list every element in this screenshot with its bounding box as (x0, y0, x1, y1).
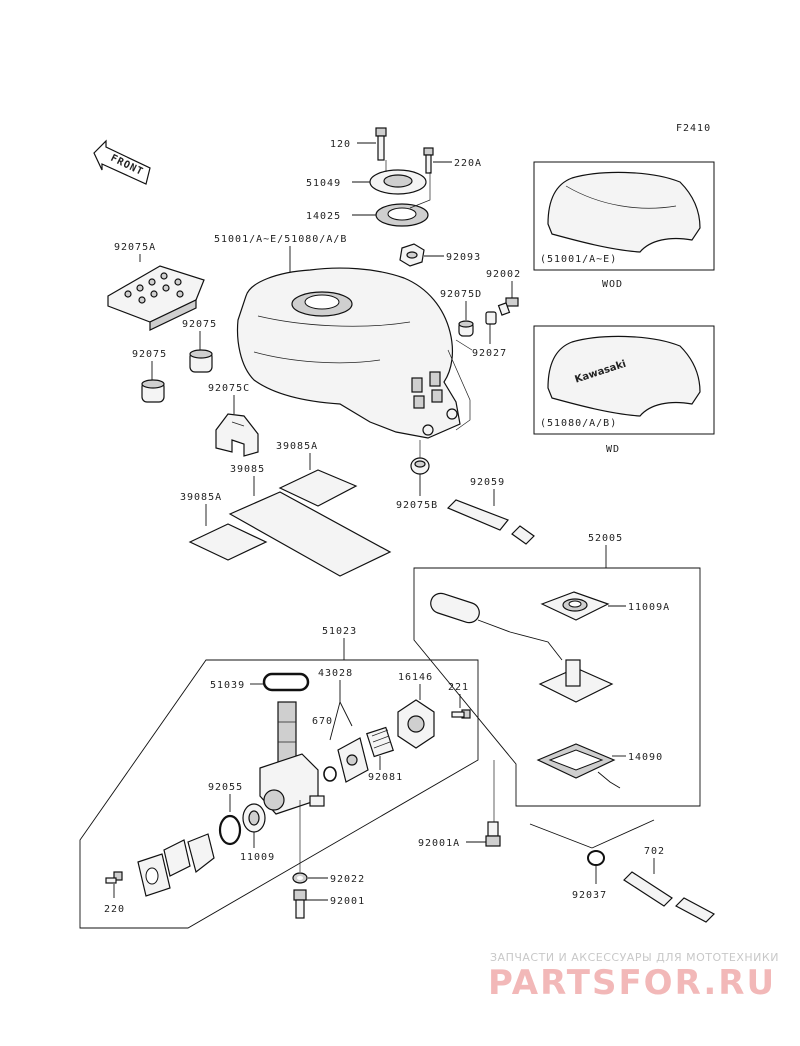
cover-16146 (397, 699, 435, 749)
seal-51039 (262, 672, 310, 692)
washer-92022 (292, 872, 308, 884)
label-39085: 39085 (230, 464, 265, 475)
label-221: 221 (448, 682, 469, 693)
label-43028: 43028 (318, 668, 353, 679)
front-arrow-icon: FRONT (93, 139, 151, 185)
label-92055: 92055 (208, 782, 243, 793)
label-92075b: 92075B (396, 500, 438, 511)
filter-11009 (242, 803, 266, 833)
inset-wd-caption: WD (606, 444, 620, 455)
screw-220a (423, 147, 434, 174)
pad-39085a-upper (278, 469, 358, 507)
label-92001: 92001 (330, 896, 365, 907)
inset-wd: Kawasaki (51080/A/B) (533, 325, 715, 435)
bracket-92075c (215, 413, 259, 457)
label-220a: 220A (454, 158, 482, 169)
gasket-plate-left (137, 833, 215, 897)
label-92075c: 92075C (208, 383, 250, 394)
label-702: 702 (644, 846, 665, 857)
hose-702 (623, 871, 715, 923)
cap-51049 (369, 169, 427, 195)
pad-39085 (228, 491, 392, 577)
group-box-52005 (413, 567, 701, 807)
pad-39085a-lower (188, 523, 268, 561)
bolt-92001a (485, 821, 501, 847)
bolt-92002 (497, 297, 519, 316)
screw-221 (451, 709, 471, 719)
label-120: 120 (330, 139, 351, 150)
label-92075-upper: 92075 (182, 319, 217, 330)
label-92022: 92022 (330, 874, 365, 885)
figure-code: F2410 (676, 123, 711, 134)
gasket-14025 (375, 203, 429, 227)
label-92081: 92081 (368, 772, 403, 783)
label-52005: 52005 (588, 533, 623, 544)
label-220: 220 (104, 904, 125, 915)
damper-92075-lower (141, 379, 165, 403)
group-box-51023 (79, 659, 479, 929)
o-ring-670 (323, 766, 337, 782)
damper-92075b (410, 457, 430, 475)
inset-wod: (51001/A~E) (533, 161, 715, 271)
label-92027: 92027 (472, 348, 507, 359)
gasket-14090 (536, 743, 621, 789)
fuel-tank (236, 267, 461, 439)
label-14025: 14025 (306, 211, 341, 222)
label-51001: 51001/A~E/51080/A/B (214, 234, 347, 245)
label-51023: 51023 (322, 626, 357, 637)
screw-220 (105, 871, 123, 884)
inset-wod-caption: WOD (602, 279, 623, 290)
label-670: 670 (312, 716, 333, 727)
label-51049: 51049 (306, 178, 341, 189)
hose-92059 (446, 499, 535, 545)
label-92001a: 92001A (418, 838, 460, 849)
label-92075-lower: 92075 (132, 349, 167, 360)
o-ring-92055 (218, 814, 242, 846)
nut-92093 (399, 243, 425, 267)
label-39085a-lower: 39085A (180, 492, 222, 503)
label-92002: 92002 (486, 269, 521, 280)
inset-wod-code: (51001/A~E) (540, 254, 617, 265)
damper-92075-upper (189, 349, 213, 373)
fuel-valve-body (259, 701, 325, 815)
watermark-logo: PARTSFOR.RU (488, 963, 776, 1003)
label-39085a-upper: 39085A (276, 441, 318, 452)
inset-wd-code: (51080/A/B) (540, 418, 617, 429)
clamp-92037 (587, 850, 605, 866)
label-92037: 92037 (572, 890, 607, 901)
damper-92075d (458, 320, 474, 337)
label-92075d: 92075D (440, 289, 482, 300)
bolt-92001 (293, 889, 307, 919)
float-arm (430, 592, 614, 703)
label-92093: 92093 (446, 252, 481, 263)
label-51039: 51039 (210, 680, 245, 691)
label-11009: 11009 (240, 852, 275, 863)
label-14090: 14090 (628, 752, 663, 763)
label-16146: 16146 (398, 672, 433, 683)
collar-92027 (485, 311, 497, 325)
spring-92081 (366, 726, 394, 758)
gauge-flange-11009a (540, 591, 610, 621)
label-11009a: 11009A (628, 602, 670, 613)
label-92059: 92059 (470, 477, 505, 488)
label-92075a-plate: 92075A (114, 242, 156, 253)
lever-plate-43028 (337, 737, 369, 783)
watermark-tagline: ЗАПЧАСТИ И АКСЕССУАРЫ ДЛЯ МОТОТЕХНИКИ (490, 951, 779, 964)
bolt-120 (375, 127, 387, 161)
rubber-plate-92075a (107, 265, 205, 331)
